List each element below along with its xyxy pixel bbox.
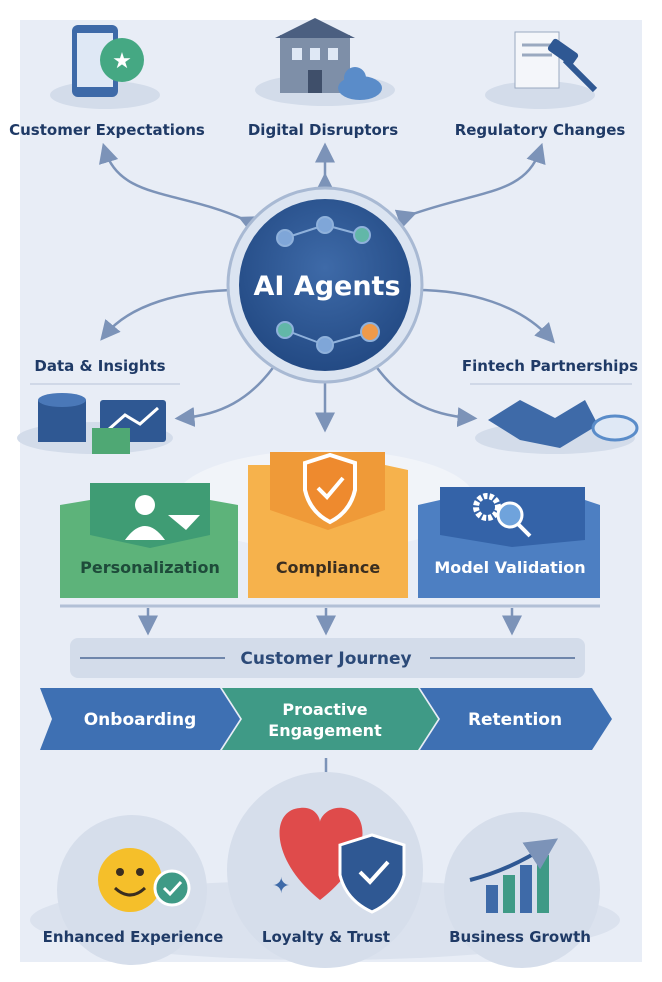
journey-step-onboarding: Onboarding <box>40 688 240 750</box>
pillar-compliance: Compliance <box>248 452 408 598</box>
outcome-business-growth: Business Growth <box>444 812 600 968</box>
pillar-personalization: Personalization <box>60 483 238 598</box>
ai-agents-hub: AI Agents <box>226 186 424 384</box>
ai-agents-title: AI Agents <box>253 271 400 302</box>
customer-journey-title: Customer Journey <box>240 649 411 669</box>
business-growth-label: Business Growth <box>449 928 591 946</box>
journey-step-proactive-engagement: Proactive Engagement <box>222 688 438 750</box>
svg-text:✦: ✦ <box>272 874 290 899</box>
onboarding-label: Onboarding <box>84 710 197 730</box>
data-insights-label: Data & Insights <box>34 357 165 375</box>
digital-disruptors-node: Digital Disruptors <box>248 18 398 139</box>
gear-magnifier-icon <box>473 493 532 538</box>
customer-expectations-label: Customer Expectations <box>9 121 205 139</box>
journey-step-retention: Retention <box>420 688 612 750</box>
fintech-partnerships-node: Fintech Partnerships <box>462 357 639 454</box>
handshake-cloud-icon <box>488 400 639 448</box>
engagement-label: Engagement <box>268 721 382 740</box>
regulatory-changes-node: Regulatory Changes <box>455 31 626 139</box>
heart-shield-icon: ✦ <box>272 807 406 914</box>
compliance-label: Compliance <box>276 558 381 577</box>
regulatory-changes-label: Regulatory Changes <box>455 121 626 139</box>
fintech-partnerships-label: Fintech Partnerships <box>462 357 638 375</box>
outcome-enhanced-experience: Enhanced Experience <box>43 815 224 965</box>
customer-expectations-node: ★ Customer Expectations <box>9 25 205 139</box>
retention-label: Retention <box>468 710 562 730</box>
personalization-label: Personalization <box>80 558 220 577</box>
outcome-loyalty-trust: ✦ Loyalty & Trust <box>227 772 423 968</box>
model-validation-label: Model Validation <box>434 558 585 577</box>
document-gavel-icon <box>514 31 598 93</box>
loyalty-trust-label: Loyalty & Trust <box>262 928 390 946</box>
database-chart-icon <box>38 393 166 454</box>
proactive-label: Proactive <box>282 700 367 719</box>
pillar-model-validation: Model Validation <box>418 487 600 598</box>
smiley-check-icon <box>98 848 191 912</box>
bar-chart-growth-icon <box>469 838 559 913</box>
svg-text:★: ★ <box>112 49 132 74</box>
building-cloud-icon <box>275 18 382 100</box>
network-nodes-icon <box>276 216 380 354</box>
data-insights-node: Data & Insights <box>17 357 180 454</box>
enhanced-experience-label: Enhanced Experience <box>43 928 224 946</box>
customer-journey-banner: Customer Journey <box>70 638 585 678</box>
phone-star-icon: ★ <box>72 25 144 97</box>
digital-disruptors-label: Digital Disruptors <box>248 121 398 139</box>
person-filter-icon <box>125 495 200 540</box>
shield-check-icon <box>303 452 357 525</box>
connector-arrows <box>99 142 556 433</box>
